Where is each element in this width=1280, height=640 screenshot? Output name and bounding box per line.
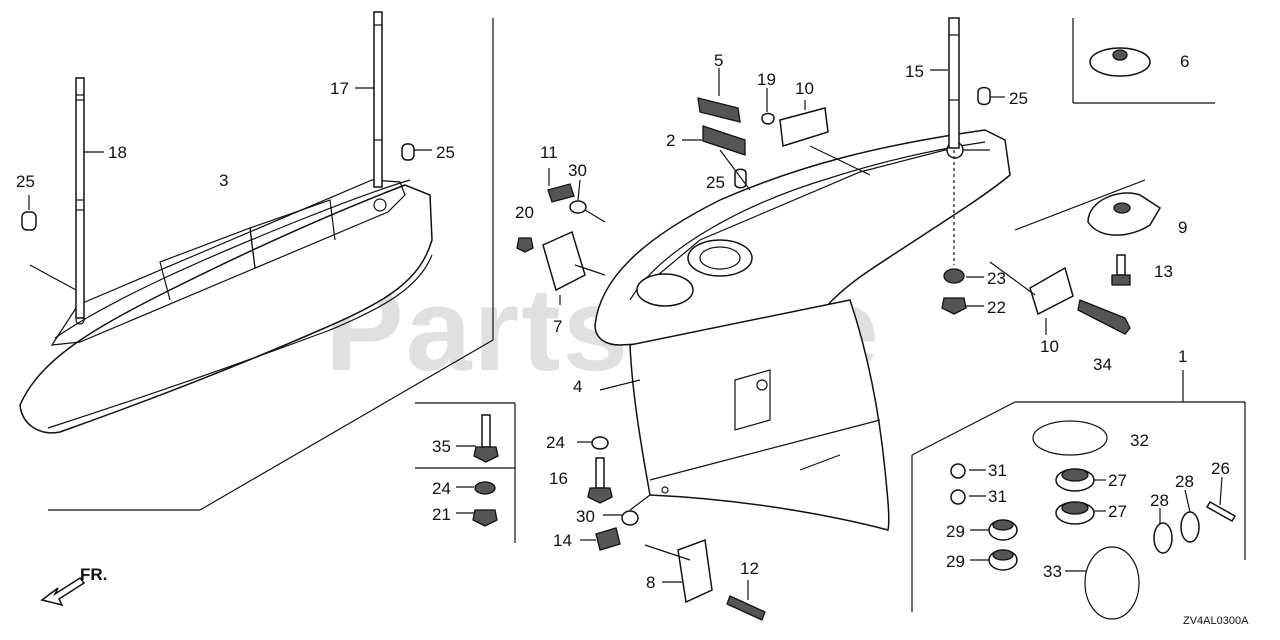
callout-5[interactable]: 5 <box>714 51 723 70</box>
callout-17[interactable]: 17 <box>330 79 349 98</box>
part-34-bolt <box>1077 299 1131 335</box>
part-3-gear-case-shroud <box>19 179 433 434</box>
part-13-grease-nipple <box>1111 254 1131 286</box>
callout-32[interactable]: 32 <box>1130 431 1149 450</box>
part-25-dowel <box>401 143 415 161</box>
callout-31[interactable]: 31 <box>988 487 1007 506</box>
callout-8[interactable]: 8 <box>646 573 655 592</box>
part-17-stud <box>373 11 383 188</box>
part-25-dowel <box>21 211 37 231</box>
part-30-washer <box>621 510 639 526</box>
part-27-bearing <box>1055 501 1095 525</box>
part-10-anode <box>779 107 829 147</box>
callout-19[interactable]: 19 <box>757 70 776 89</box>
part-29-bearing <box>988 549 1018 571</box>
part-22-nut <box>941 297 967 315</box>
diagram-code: ZV4AL0300A <box>1183 615 1249 627</box>
part-35-bolt <box>473 414 499 463</box>
part-27-bearing <box>1055 468 1095 492</box>
callout-35[interactable]: 35 <box>432 437 451 456</box>
callout-21[interactable]: 21 <box>432 505 451 524</box>
callout-30[interactable]: 30 <box>576 507 595 526</box>
callout-34[interactable]: 34 <box>1093 355 1112 374</box>
part-16-bolt <box>587 457 613 504</box>
callout-29[interactable]: 29 <box>946 522 965 541</box>
callout-28[interactable]: 28 <box>1175 472 1194 491</box>
part-8-anode <box>677 538 713 604</box>
callout-30[interactable]: 30 <box>568 161 587 180</box>
callout-18[interactable]: 18 <box>108 143 127 162</box>
callout-24[interactable]: 24 <box>546 433 565 452</box>
part-32-o-ring <box>1032 420 1108 456</box>
part-25-dowel <box>977 86 991 106</box>
part-20-nut <box>516 237 534 253</box>
part-21-nut <box>472 509 498 527</box>
part-33-o-ring <box>1084 546 1140 620</box>
callout-28[interactable]: 28 <box>1150 491 1169 510</box>
part-24-washer <box>591 436 609 450</box>
callout-7[interactable]: 7 <box>553 317 562 336</box>
callout-1[interactable]: 1 <box>1178 347 1187 366</box>
part-31-washer <box>950 463 966 479</box>
part-6-cap <box>1089 47 1151 77</box>
callout-25[interactable]: 25 <box>706 173 725 192</box>
part-4-gear-case <box>594 129 1011 531</box>
callout-9[interactable]: 9 <box>1178 218 1187 237</box>
part-28-seal <box>1153 522 1173 554</box>
callout-25[interactable]: 25 <box>16 172 35 191</box>
callout-26[interactable]: 26 <box>1211 459 1230 478</box>
part-28-seal <box>1180 511 1200 543</box>
callout-11[interactable]: 11 <box>540 143 558 162</box>
part-9-trim-tab <box>1087 192 1162 236</box>
part-19-washer <box>761 112 775 125</box>
part-29-bearing <box>988 519 1018 541</box>
callout-13[interactable]: 13 <box>1154 262 1173 281</box>
callout-16[interactable]: 16 <box>549 469 568 488</box>
part-24-washer <box>474 481 496 495</box>
callout-23[interactable]: 23 <box>987 269 1006 288</box>
part-12-bolt <box>726 595 766 621</box>
callout-22[interactable]: 22 <box>987 298 1006 317</box>
part-15-stud <box>948 17 960 149</box>
direction-label: FR. <box>80 565 107 584</box>
part-31-washer <box>950 489 966 505</box>
part-10-anode <box>1029 266 1074 316</box>
callout-14[interactable]: 14 <box>553 531 572 550</box>
callout-10[interactable]: 10 <box>1040 337 1059 356</box>
part-26-pin <box>1205 500 1237 523</box>
callout-3[interactable]: 3 <box>219 171 228 190</box>
part-11-bolt <box>547 183 575 203</box>
part-30-washer <box>569 200 587 214</box>
callout-29[interactable]: 29 <box>946 552 965 571</box>
callout-27[interactable]: 27 <box>1108 471 1127 490</box>
callout-33[interactable]: 33 <box>1043 562 1062 581</box>
callout-31[interactable]: 31 <box>988 461 1007 480</box>
callout-24[interactable]: 24 <box>432 479 451 498</box>
callout-15[interactable]: 15 <box>905 62 924 81</box>
callout-27[interactable]: 27 <box>1108 502 1127 521</box>
callout-25[interactable]: 25 <box>436 143 455 162</box>
part-7-anode <box>542 230 586 292</box>
callout-10[interactable]: 10 <box>795 79 814 98</box>
callout-2[interactable]: 2 <box>666 131 675 150</box>
callout-4[interactable]: 4 <box>573 377 582 396</box>
callout-6[interactable]: 6 <box>1180 52 1189 71</box>
front-direction-arrow <box>40 577 86 607</box>
part-18-stud <box>75 77 85 319</box>
part-5-plate <box>697 97 741 123</box>
callout-20[interactable]: 20 <box>515 203 534 222</box>
callout-25[interactable]: 25 <box>1009 89 1028 108</box>
part-2-plate <box>702 125 746 156</box>
part-14-bolt <box>595 527 621 551</box>
callout-12[interactable]: 12 <box>740 559 759 578</box>
part-23-washer <box>943 268 965 284</box>
